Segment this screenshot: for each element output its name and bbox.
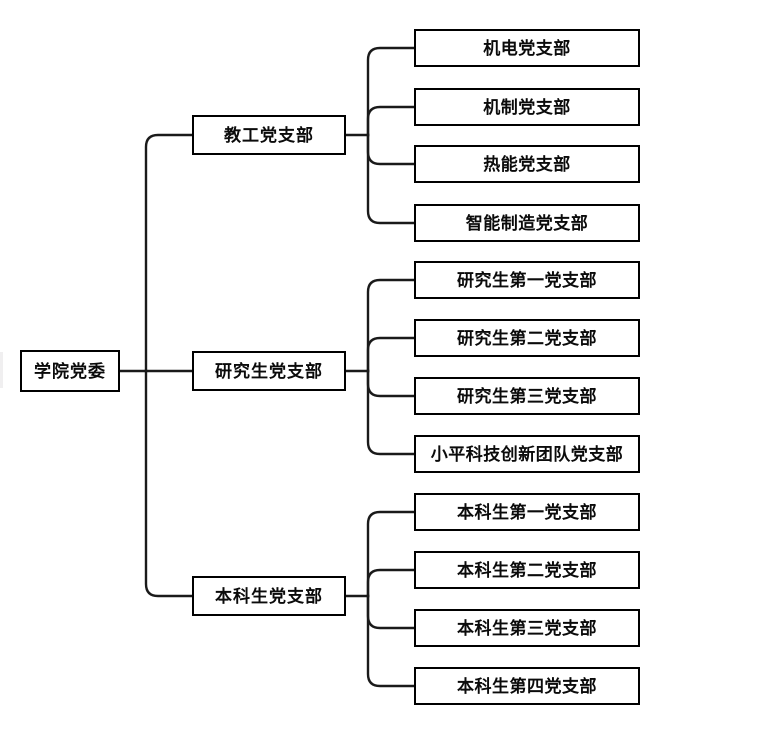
node-leaf-graduate-2[interactable]: 研究生第二党支部	[414, 319, 640, 357]
node-branch-faculty[interactable]: 教工党支部	[192, 115, 346, 155]
connector-branch-1-child-1	[366, 46, 416, 137]
connector-branch-3-child-4	[366, 594, 416, 688]
node-leaf-undergraduate-1[interactable]: 本科生第一党支部	[414, 493, 640, 531]
node-leaf-undergraduate-4[interactable]: 本科生第四党支部	[414, 667, 640, 705]
node-leaf-jizhi[interactable]: 机制党支部	[414, 88, 640, 126]
connector-branch-1-child-3	[366, 133, 416, 166]
connector-branch-3-child-3	[366, 594, 416, 630]
node-leaf-graduate-1[interactable]: 研究生第一党支部	[414, 261, 640, 299]
connector-branch-2-child-3	[366, 369, 416, 398]
connector-branch-1-child-4	[366, 133, 416, 225]
connector-branch-3-child-1	[366, 510, 416, 598]
connector-trunk-to-branch-3	[144, 369, 194, 598]
connector-branch-2-child-4	[366, 369, 416, 456]
node-leaf-undergraduate-3[interactable]: 本科生第三党支部	[414, 609, 640, 647]
node-leaf-graduate-3[interactable]: 研究生第三党支部	[414, 377, 640, 415]
node-leaf-zhineng-zhizao[interactable]: 智能制造党支部	[414, 204, 640, 242]
node-root[interactable]: 学院党委	[20, 350, 120, 392]
connector-branch-2-child-2	[366, 336, 416, 373]
node-branch-graduate[interactable]: 研究生党支部	[192, 351, 346, 391]
node-leaf-undergraduate-2[interactable]: 本科生第二党支部	[414, 551, 640, 589]
connector-branch-2-child-1	[366, 278, 416, 373]
connector-trunk-to-branch-1	[144, 133, 194, 373]
node-leaf-xiaoping-innovation-team[interactable]: 小平科技创新团队党支部	[414, 435, 640, 473]
node-branch-undergraduate[interactable]: 本科生党支部	[192, 576, 346, 616]
connector-branch-3-child-2	[366, 568, 416, 598]
node-leaf-jidian[interactable]: 机电党支部	[414, 29, 640, 67]
left-edge-artifact	[0, 352, 3, 388]
connector-branch-1-child-2	[366, 105, 416, 137]
node-leaf-reneng[interactable]: 热能党支部	[414, 145, 640, 183]
